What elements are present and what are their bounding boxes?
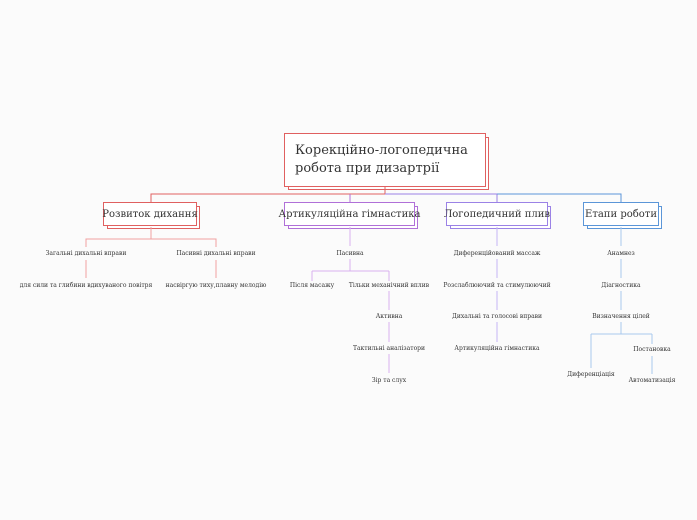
leaf-relaxing-stimulating[interactable]: Розслаблюючий та стимулюючий	[443, 282, 551, 289]
branch-breathing[interactable]: Розвиток дихання	[102, 202, 200, 229]
branch-speech-therapy-title: Логопедичний плив	[443, 208, 551, 220]
branch-articulation-title: Артикуляційна гімнастика	[278, 208, 421, 220]
leaf-anamnesis[interactable]: Анамнез	[607, 250, 635, 257]
branch-articulation[interactable]: Артикуляційна гімнастика	[279, 202, 420, 229]
leaf-general-breathing[interactable]: Загальні дихальні вправи	[45, 250, 127, 257]
leaf-tactile-analyzers[interactable]: Тактильні аналізатори	[352, 345, 426, 352]
leaf-mechanical-only[interactable]: Тільки механічний вплив	[348, 282, 430, 289]
root-topic[interactable]: Корекційно-логопедична робота при дизарт…	[284, 133, 489, 190]
leaf-breath-strength[interactable]: для сили та глибини вдихуваного повітря	[19, 282, 153, 289]
leaf-differentiation[interactable]: Диференціація	[567, 371, 615, 378]
leaf-diagnostics[interactable]: Діагностика	[601, 282, 641, 289]
leaf-differentiated-massage[interactable]: Диференційований массаж	[453, 250, 541, 257]
leaf-breathing-voice-exercises[interactable]: Дихальні та голосові вправи	[451, 313, 543, 320]
leaf-articulation-gymnastics[interactable]: Артикуляційна гімнастика	[454, 345, 540, 352]
leaf-goal-setting[interactable]: Визначення цілей	[592, 313, 650, 320]
leaf-whistle-melody[interactable]: насвіргую тиху,плавну мелодію	[165, 282, 267, 289]
leaf-setting[interactable]: Постановка	[633, 346, 671, 353]
branch-stages[interactable]: Етапи роботи	[583, 202, 662, 229]
root-topic-title: Корекційно-логопедична робота при дизарт…	[295, 143, 468, 176]
leaf-passive[interactable]: Пасивна	[336, 250, 364, 257]
branch-breathing-title: Розвиток дихання	[102, 208, 198, 220]
branch-speech-therapy[interactable]: Логопедичний плив	[443, 202, 551, 229]
leaf-sight-hearing[interactable]: Зір та слух	[371, 377, 407, 384]
leaf-active[interactable]: Активна	[375, 313, 403, 320]
leaf-automation[interactable]: Автоматизація	[628, 377, 676, 384]
branch-stages-title: Етапи роботи	[585, 208, 657, 220]
leaf-passive-breathing[interactable]: Пасивні дихальні вправи	[176, 250, 256, 257]
leaf-after-massage[interactable]: Після масажу	[289, 282, 335, 289]
